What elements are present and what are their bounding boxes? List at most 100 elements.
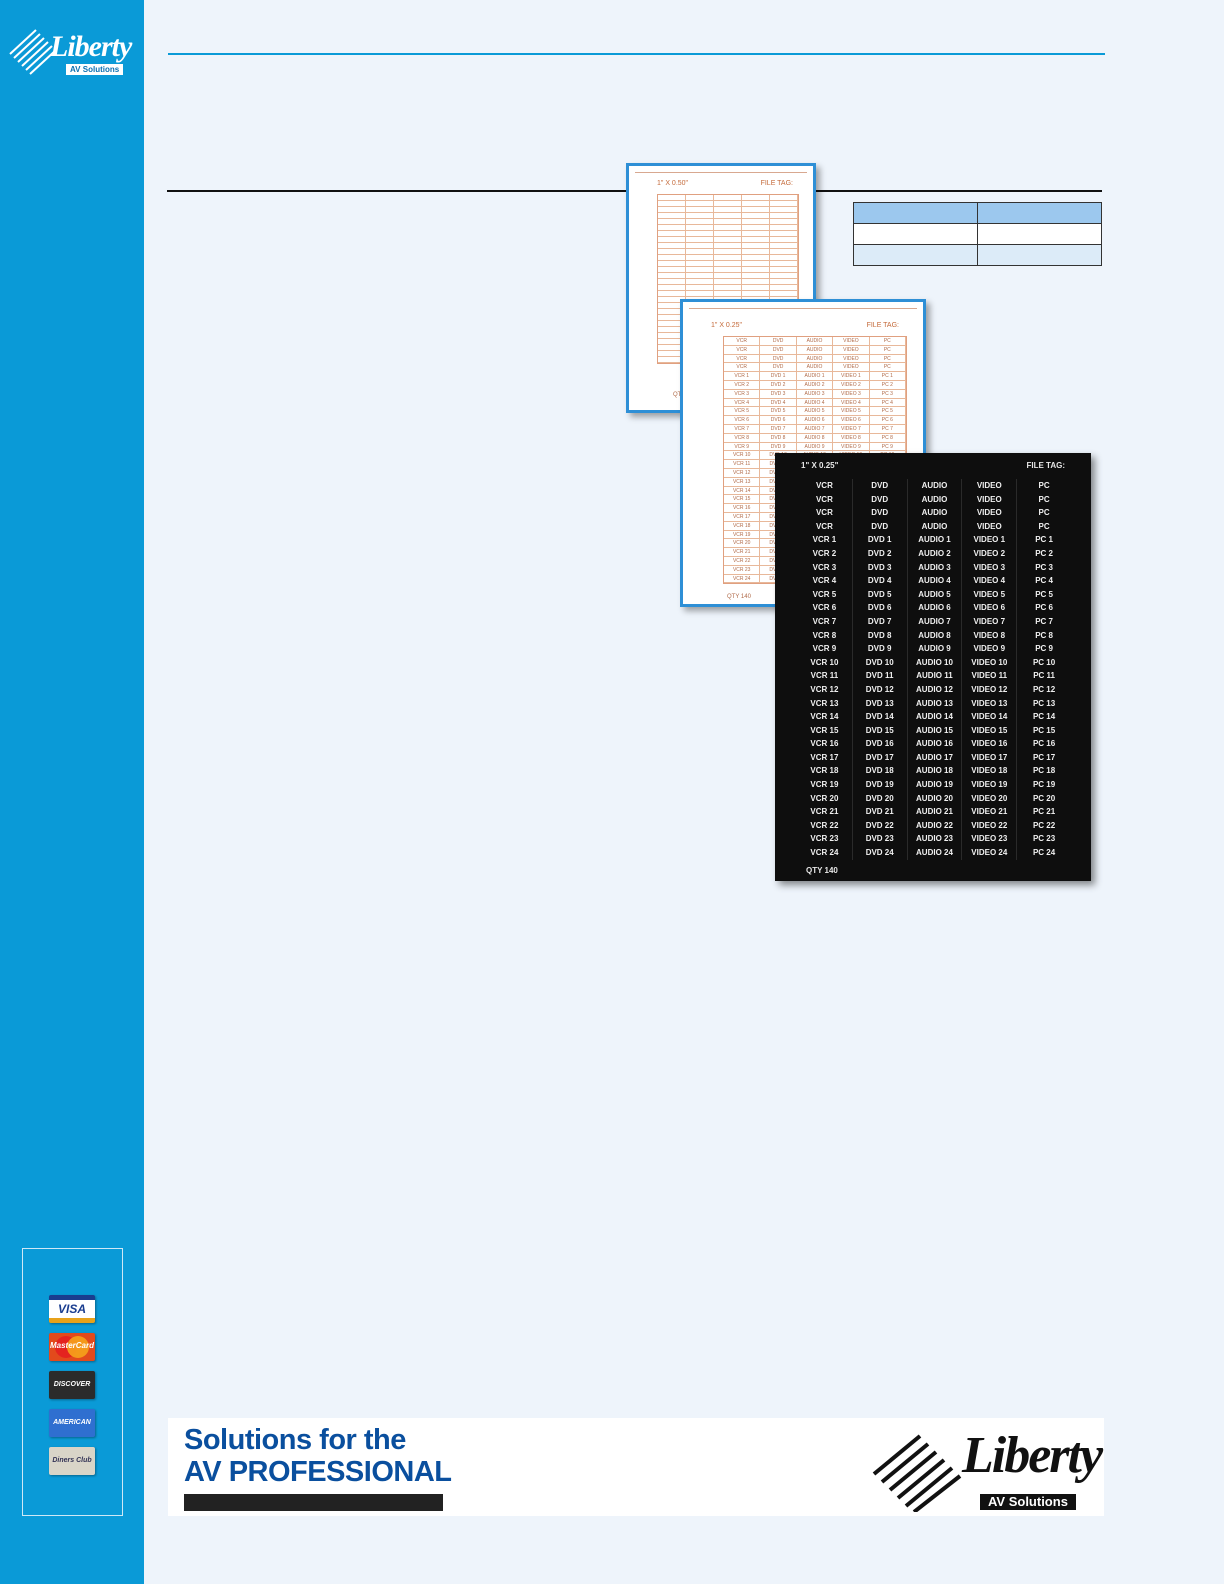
label-cell — [770, 273, 798, 278]
label-cell — [770, 237, 798, 242]
sheet-qty: QTY 140 — [727, 594, 751, 600]
label-cell: VIDEO 11 — [961, 669, 1016, 683]
label-cell — [658, 195, 686, 200]
label-cell: VIDEO 5 — [961, 587, 1016, 602]
label-cell — [742, 285, 770, 290]
label-cell: VCR 17 — [810, 752, 839, 762]
label-cell — [742, 291, 770, 296]
spec-table-row — [853, 223, 1102, 245]
label-cell: VCR 9 — [724, 442, 761, 451]
label-cell: PC 3 — [1016, 560, 1071, 575]
label-cell: VCR 2 — [812, 548, 837, 558]
sheet-file-tag: FILE TAG: — [866, 322, 899, 329]
spec-cell — [853, 244, 978, 266]
label-cell — [658, 213, 686, 218]
label-cell: VCR 14 — [810, 712, 839, 722]
label-cell: VIDEO 7 — [833, 424, 870, 433]
label-cell: PC 7 — [1016, 614, 1071, 629]
label-cell — [770, 195, 798, 200]
label-cell: DVD 15 — [851, 723, 907, 738]
label-cell: VCR — [724, 363, 761, 372]
label-cell — [742, 201, 770, 206]
label-cell: PC 9 — [1016, 642, 1071, 656]
label-cell: AUDIO — [906, 479, 962, 493]
label-cell — [714, 231, 742, 236]
label-cell: DVD 9 — [760, 442, 797, 451]
label-cell: DVD 8 — [851, 628, 907, 643]
label-cell: VCR 10 — [810, 657, 839, 667]
label-cell: VCR — [724, 345, 761, 354]
label-cell: PC 5 — [870, 407, 907, 416]
label-cell — [742, 243, 770, 248]
label-cell: VIDEO 7 — [961, 614, 1016, 629]
banner-headline-line1: Solutions for the — [184, 1424, 406, 1456]
liberty-logo-bottom[interactable]: Liberty AV Solutions — [870, 1422, 1103, 1514]
label-cell: VIDEO — [833, 354, 870, 363]
label-cell: AUDIO — [906, 492, 962, 507]
label-row — [658, 231, 798, 237]
label-cell: AUDIO 8 — [797, 433, 834, 442]
label-cell — [686, 267, 714, 272]
label-row — [658, 201, 798, 207]
label-cell: DVD 20 — [851, 791, 907, 806]
label-cell: AUDIO 19 — [906, 778, 962, 792]
label-cell: VIDEO 10 — [961, 655, 1016, 670]
label-cell: AUDIO 14 — [906, 710, 962, 724]
label-cell: VIDEO 13 — [961, 696, 1016, 711]
label-cell: VCR 11 — [810, 671, 839, 681]
label-cell: VIDEO — [961, 506, 1016, 520]
label-cell: DVD — [851, 479, 907, 493]
label-cell: DVD 12 — [851, 682, 907, 697]
label-cell — [658, 243, 686, 248]
label-cell — [686, 261, 714, 266]
label-cell: VIDEO 17 — [961, 750, 1016, 765]
label-cell: DVD 3 — [851, 560, 907, 575]
discover-card-label: DISCOVER — [53, 1381, 91, 1388]
label-cell: VCR — [724, 354, 761, 363]
banner-underline-bar — [184, 1494, 443, 1511]
label-cell: VIDEO 18 — [961, 764, 1016, 779]
liberty-logo-top[interactable]: Liberty AV Solutions — [6, 24, 136, 78]
label-cell: DVD 8 — [760, 433, 797, 442]
label-cell: VCR 18 — [810, 766, 839, 776]
label-cell — [714, 195, 742, 200]
sheet-file-tag: FILE TAG: — [760, 180, 793, 187]
label-cell: PC 4 — [1016, 574, 1071, 588]
label-cell — [686, 207, 714, 212]
label-cell — [742, 213, 770, 218]
label-cell: VCR 9 — [812, 644, 837, 654]
label-cell: DVD — [851, 506, 907, 520]
label-cell — [714, 261, 742, 266]
label-cell: VIDEO 19 — [961, 778, 1016, 792]
label-cell: DVD — [760, 337, 797, 345]
dimension-line — [635, 172, 807, 173]
label-cell — [770, 249, 798, 254]
label-cell: AUDIO 20 — [906, 791, 962, 806]
label-cell: VIDEO 23 — [961, 832, 1016, 847]
label-cell: DVD 4 — [760, 398, 797, 407]
label-cell: VCR 6 — [724, 416, 761, 424]
label-cell: AUDIO 7 — [797, 424, 834, 433]
label-cell: DVD 13 — [851, 696, 907, 711]
label-cell: AUDIO 9 — [906, 642, 962, 656]
label-cell: VCR 22 — [724, 556, 761, 565]
label-cell: VCR 7 — [812, 616, 837, 626]
label-cell: DVD 14 — [851, 710, 907, 724]
brand-tagline: AV Solutions — [980, 1494, 1076, 1510]
label-cell: VIDEO 12 — [961, 682, 1016, 697]
label-cell: PC 17 — [1016, 750, 1071, 765]
label-cell: AUDIO 16 — [906, 737, 962, 751]
label-cell — [686, 255, 714, 260]
label-cell: AUDIO 18 — [906, 764, 962, 779]
label-cell: PC 2 — [870, 380, 907, 389]
label-cell: VCR 17 — [724, 512, 761, 521]
label-cell — [770, 261, 798, 266]
label-cell — [770, 243, 798, 248]
